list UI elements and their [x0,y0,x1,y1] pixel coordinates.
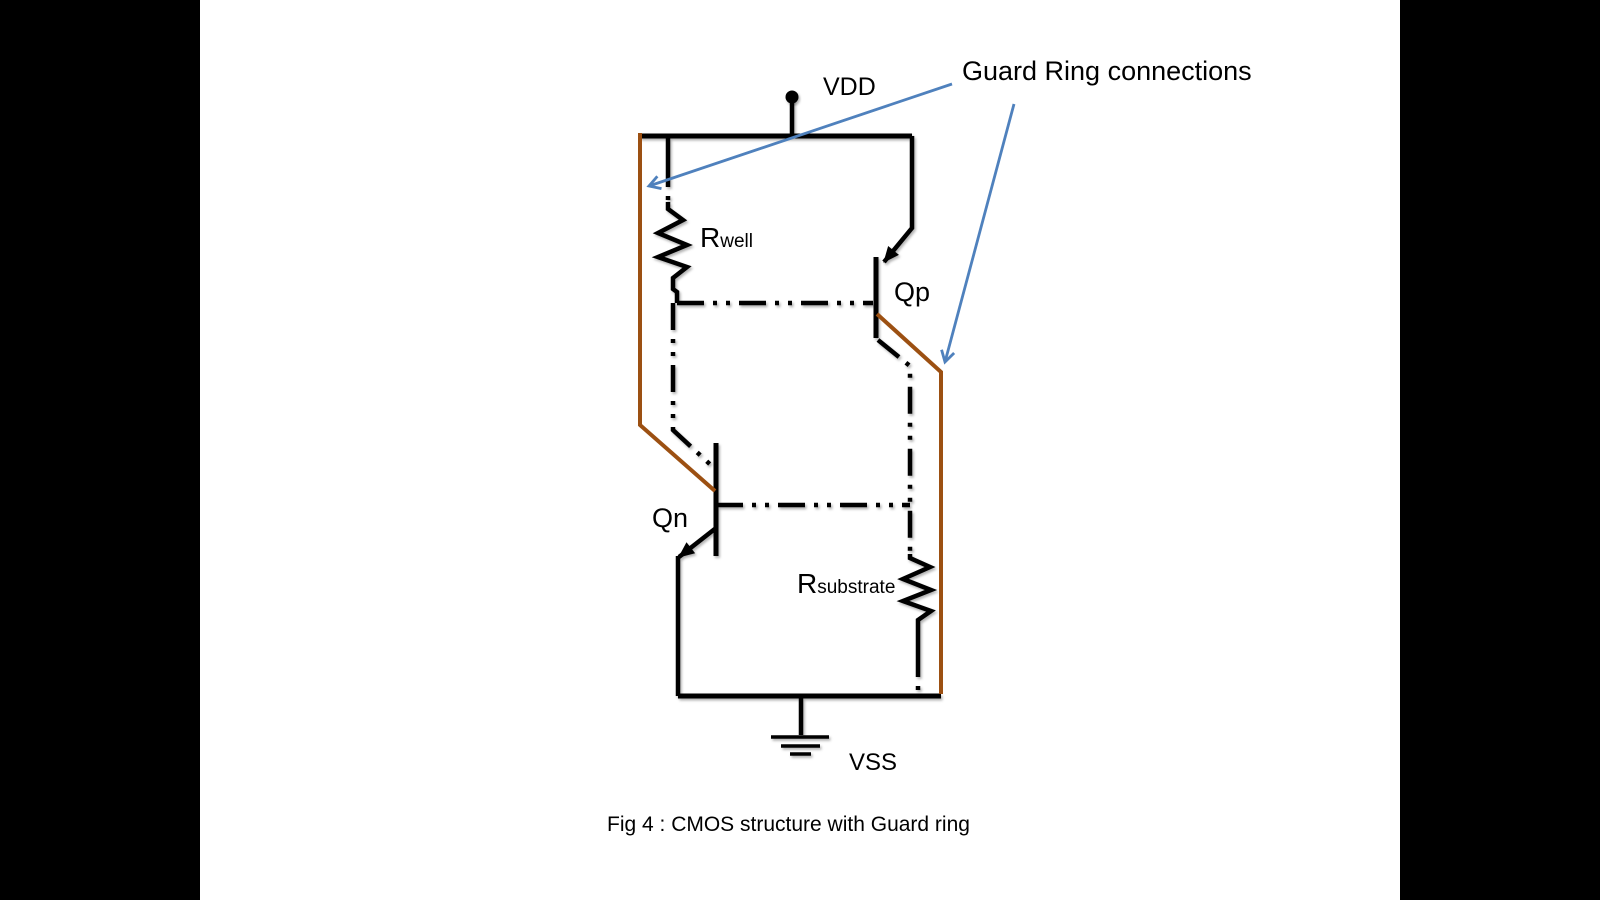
rsubstrate-label-sub: substrate [817,577,895,598]
rsubstrate-resistor-zigzag [896,554,938,650]
guard-ring-wires [638,133,943,694]
qn-emitter-arrow [677,526,718,559]
rwell-resistor-zigzag [651,202,693,303]
rwell-label-sub: well [719,231,753,252]
rwell-label-main: R [700,222,720,253]
rwell-label: Rwell [700,222,753,253]
letterbox-left-bar [0,0,200,900]
vss-label: VSS [849,749,897,776]
figure-caption: Fig 4 : CMOS structure with Guard ring [607,813,970,836]
guard-annotation-arrow-left [646,82,953,191]
slide-canvas [200,0,1400,900]
rsubstrate-label: Rsubstrate [797,568,895,599]
qn-label: Qn [652,503,688,533]
guard-ring-left-wire [638,133,717,493]
letterbox-right-bar [1400,0,1600,900]
guard-ring-connections-label: Guard Ring connections [962,56,1252,86]
qp-collector-dashdot [876,338,913,554]
rsubstrate-label-main: R [797,568,817,599]
well-node-to-qn-collector-dashdot [670,303,716,470]
vdd-label: VDD [823,73,876,101]
guard-annotation-arrow-right [940,103,1016,365]
qp-label: Qp [894,277,930,307]
vdd-terminal-dot [785,90,799,104]
circuit-wires [640,97,941,756]
guard-ring-right-wire [875,312,943,694]
qp-emitter-wire [882,136,915,264]
annotation-arrows [646,82,1016,365]
